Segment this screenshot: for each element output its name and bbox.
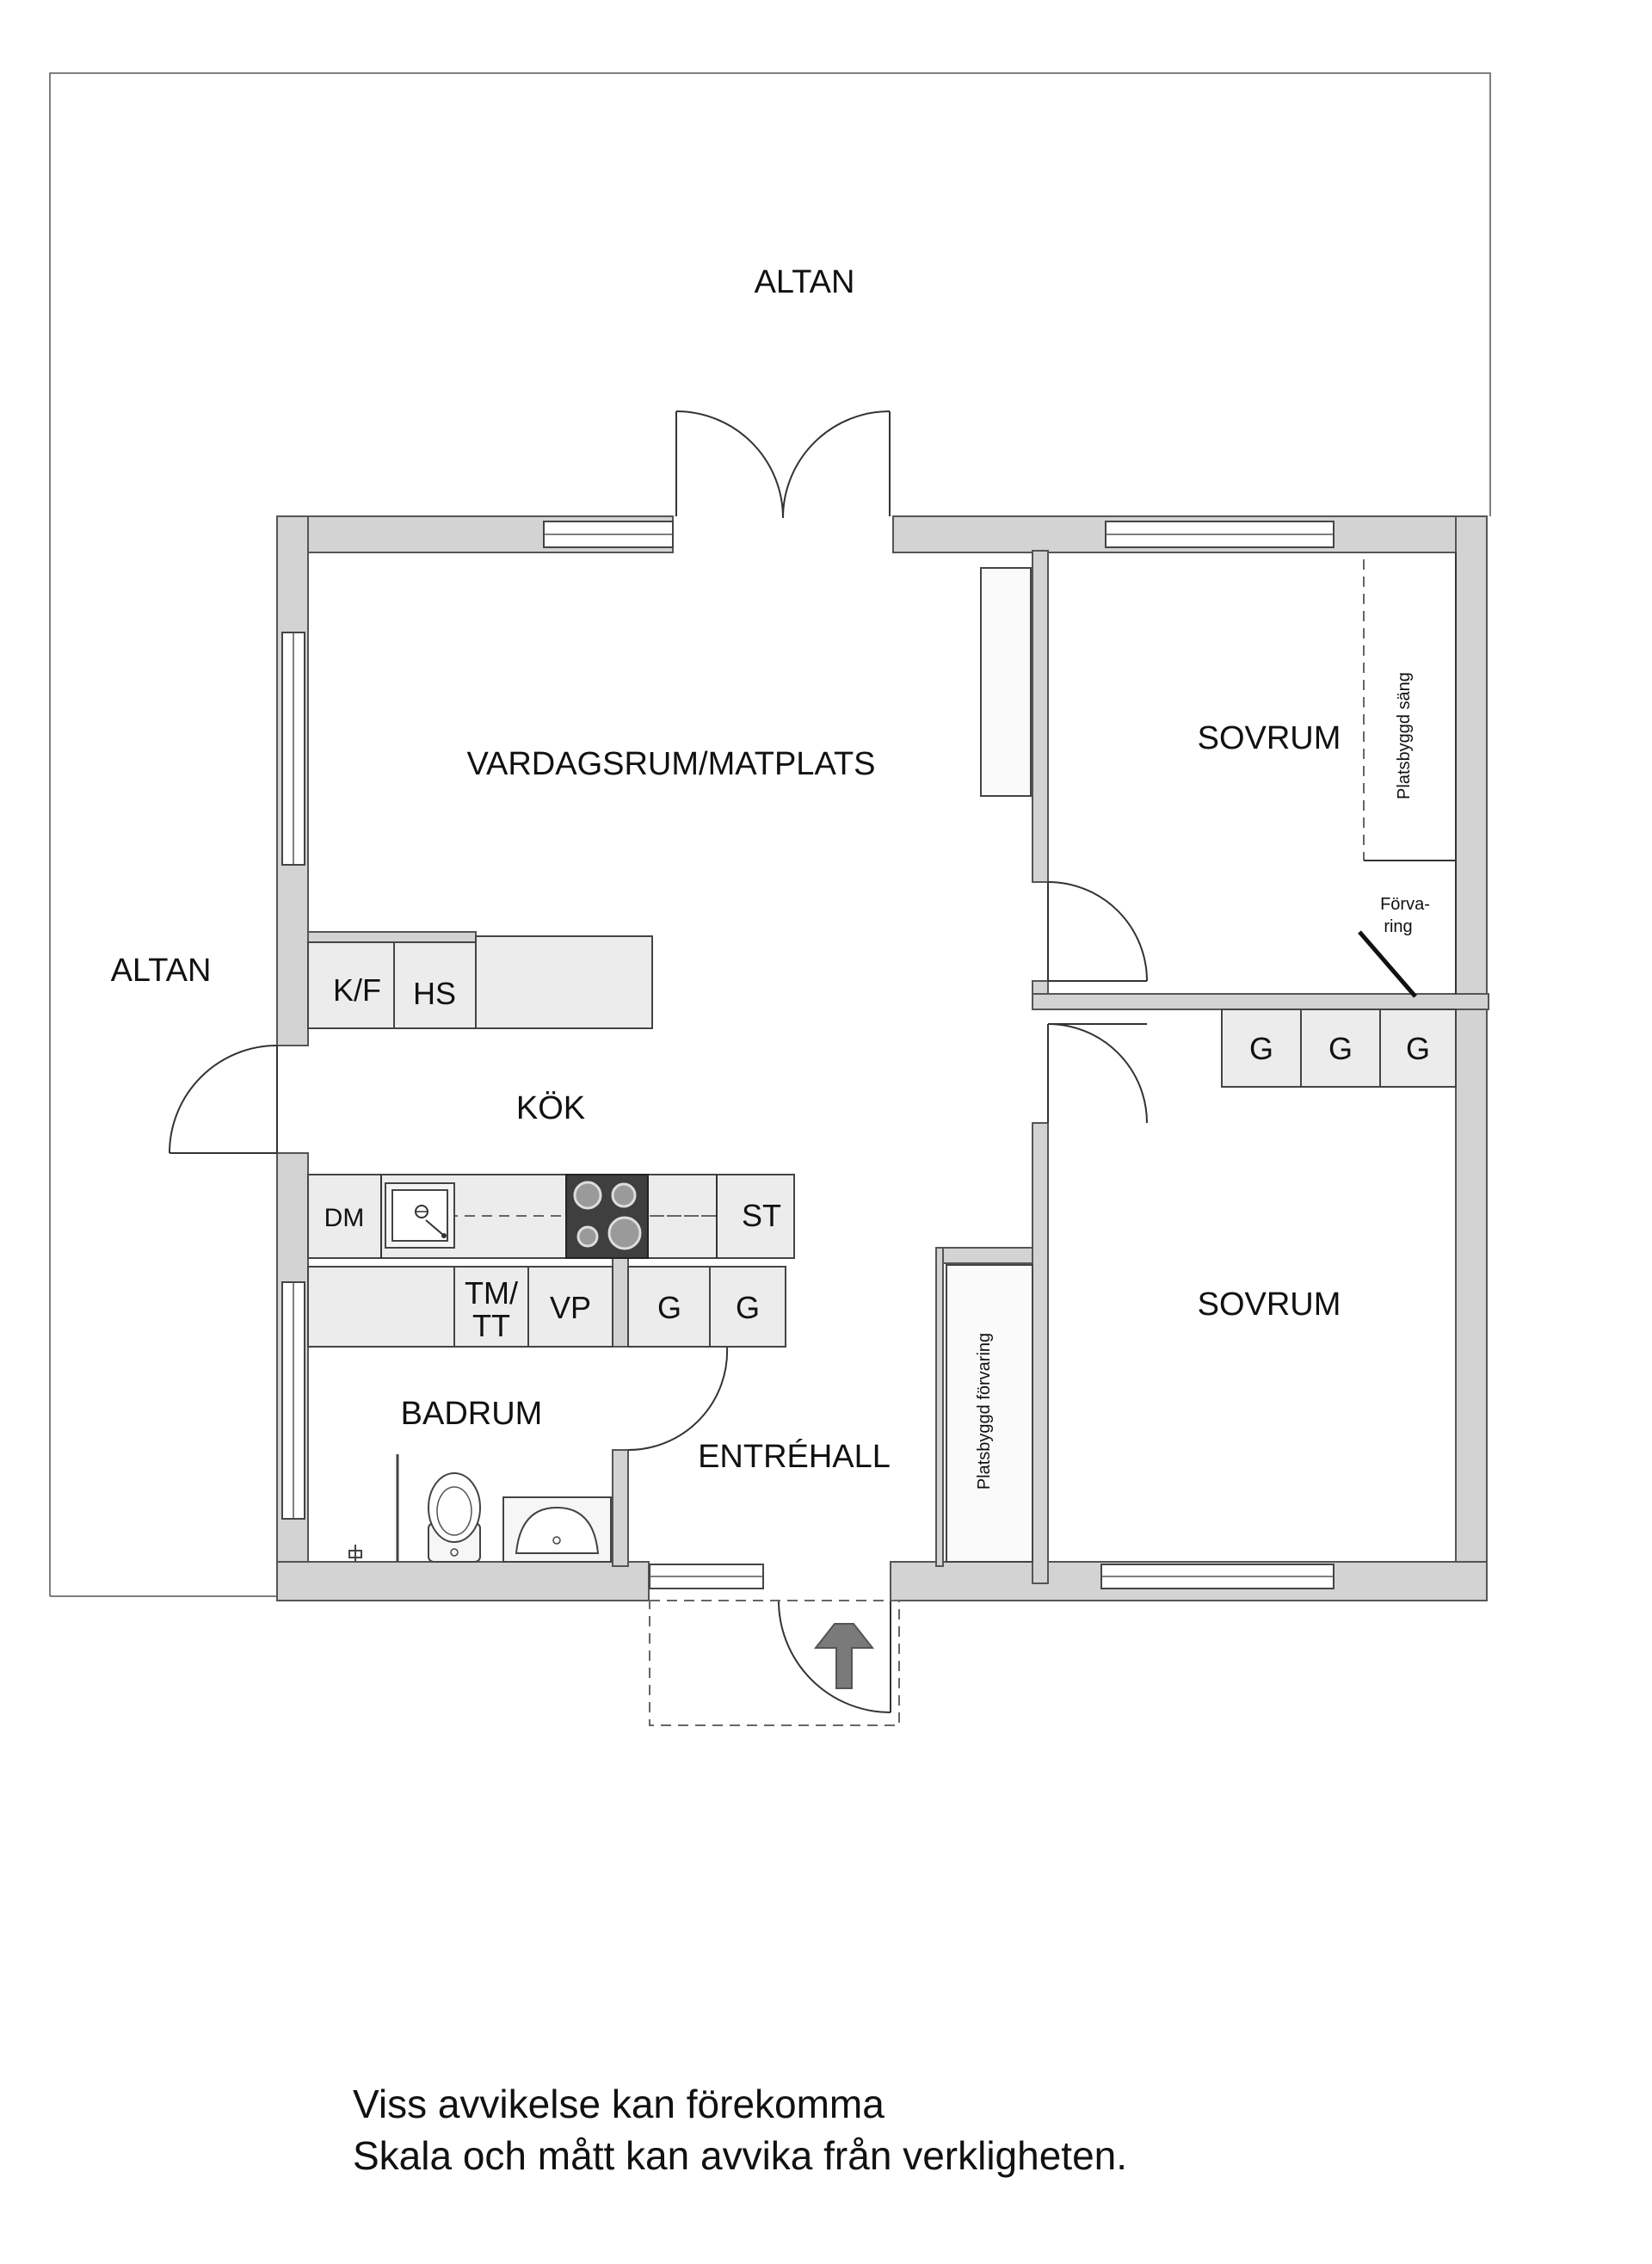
fixture-label-g-bedroom-2: G (1328, 1031, 1353, 1066)
room-label-altan-left: ALTAN (111, 953, 212, 989)
kitchen-counter (307, 1174, 795, 1259)
fixture-label-tt: TT (472, 1308, 510, 1343)
fixture-label-platsbyggd-sang: Platsbyggd säng (1395, 672, 1414, 799)
hall-storage (946, 1264, 1033, 1563)
disclaimer: Viss avvikelse kan förekomma Skala och m… (353, 2078, 1127, 2181)
fixture-label-tm: TM/ (465, 1275, 518, 1311)
stove-icon (565, 1174, 649, 1259)
fixture-label-forvaring-2: ring (1384, 917, 1412, 936)
built-in-bed (1358, 552, 1457, 998)
fixture-label-hs: HS (413, 976, 456, 1011)
entrance-arrow-icon (813, 1623, 875, 1689)
windows (281, 521, 1335, 1589)
fixture-label-g-bedroom-1: G (1249, 1031, 1273, 1066)
fixture-label-dm: DM (324, 1204, 365, 1232)
shower-icon (348, 1454, 399, 1562)
toilet-icon (428, 1472, 481, 1563)
washbasin-icon (502, 1496, 612, 1563)
room-label-kok: KÖK (516, 1090, 585, 1126)
room-label-vardagsrum: VARDAGSRUM/MATPLATS (466, 746, 875, 782)
room-label-entrehall: ENTRÉHALL (698, 1438, 891, 1475)
fixture-label-forvaring-1: Förva- (1380, 895, 1430, 914)
terrace-outline (49, 72, 1491, 1596)
disclaimer-line-1: Viss avvikelse kan förekomma (353, 2082, 885, 2126)
sink-icon (385, 1182, 455, 1249)
doors (169, 410, 1148, 1726)
bedroom-wardrobes (1221, 1009, 1457, 1088)
fixture-label-platsbyggd-forvaring: Platsbyggd förvaring (975, 1333, 994, 1490)
fixture-label-g-hall-1: G (657, 1290, 681, 1325)
interior-walls (307, 550, 1489, 1584)
fixture-label-g-bedroom-3: G (1406, 1031, 1430, 1066)
room-label-sovrum-bottom: SOVRUM (1198, 1286, 1341, 1323)
room-label-badrum: BADRUM (401, 1396, 543, 1432)
laundry-row (307, 1266, 786, 1348)
fixture-label-vp: VP (550, 1290, 591, 1325)
disclaimer-line-2: Skala och mått kan avvika från verklighe… (353, 2133, 1128, 2178)
kitchen-fridge-row (307, 935, 653, 1029)
fixture-label-g-hall-2: G (736, 1290, 760, 1325)
room-label-sovrum-top: SOVRUM (1198, 720, 1341, 756)
fixture-label-kf: K/F (333, 972, 381, 1008)
living-cabinet (980, 567, 1032, 797)
room-label-altan-top: ALTAN (755, 264, 855, 300)
fixture-label-st: ST (742, 1198, 781, 1233)
